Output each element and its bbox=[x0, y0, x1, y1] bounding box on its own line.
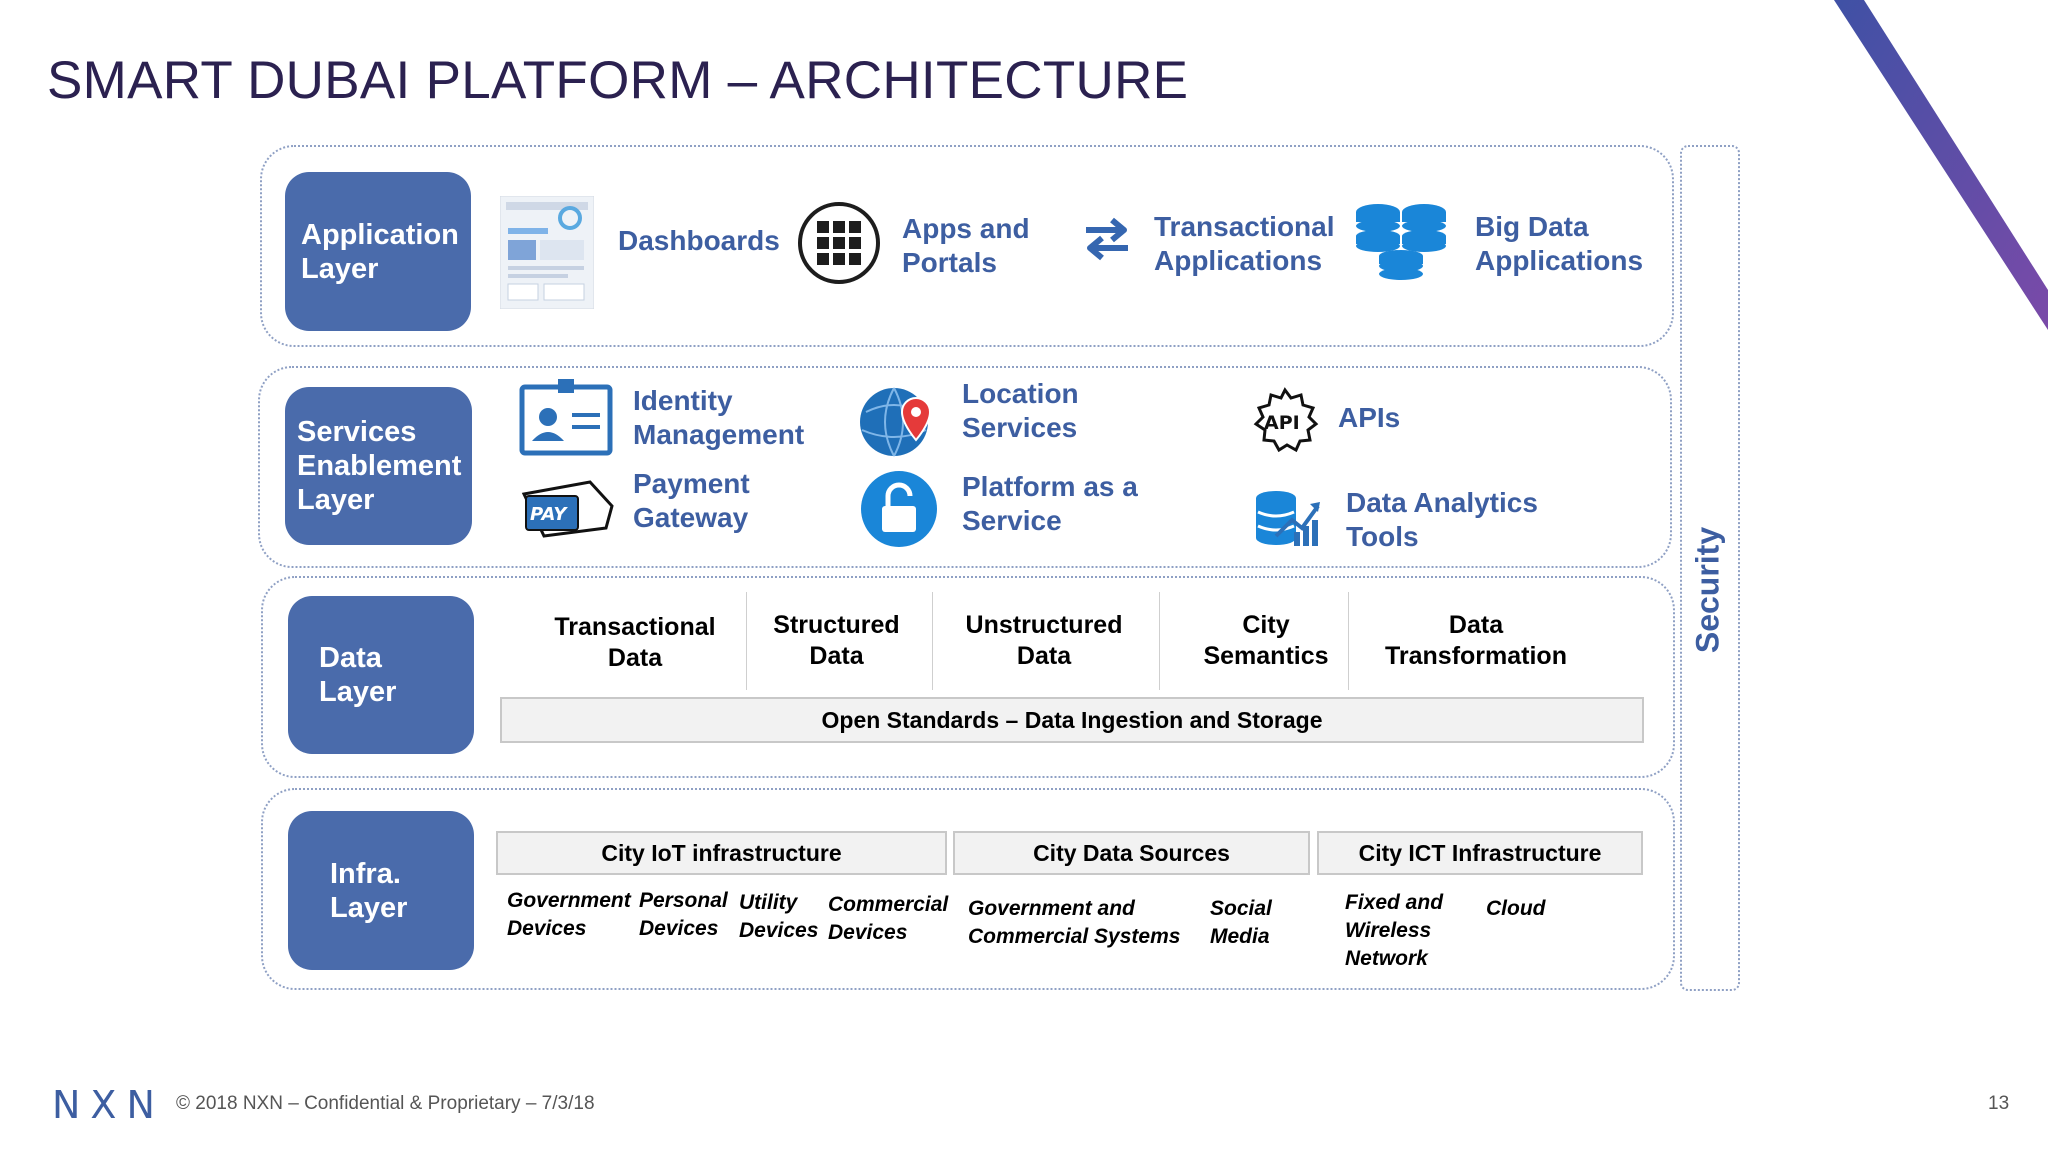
location-services-label: Location Services bbox=[962, 378, 1079, 443]
services-layer-box: Services Enablement Layer bbox=[285, 387, 472, 545]
big-data-apps-label: Big Data Applications bbox=[1475, 211, 1644, 276]
iot-infrastructure-header: City IoT infrastructure bbox=[496, 831, 947, 875]
apis-label: APIs bbox=[1338, 402, 1401, 433]
ict-infrastructure-title: City ICT Infrastructure bbox=[1358, 839, 1602, 866]
open-standards-bar: Open Standards – Data Ingestion and Stor… bbox=[500, 697, 1644, 743]
analytics-database-icon bbox=[1256, 491, 1320, 546]
data-analytics-tools-label: Data Analytics Tools bbox=[1346, 487, 1538, 552]
infra-item: Commercial Devices bbox=[828, 893, 949, 944]
data-col-structured: Structured Data bbox=[773, 611, 900, 670]
data-col-divider bbox=[1159, 592, 1160, 690]
id-card-icon bbox=[519, 379, 613, 456]
slide-title: SMART DUBAI PLATFORM – ARCHITECTURE bbox=[47, 51, 1189, 110]
data-col-divider bbox=[1348, 592, 1349, 690]
svg-text:API: API bbox=[1264, 412, 1300, 434]
data-col-unstructured: Unstructured Data bbox=[965, 611, 1123, 670]
api-gear-icon: API bbox=[1253, 387, 1319, 453]
page-number: 13 bbox=[1988, 1093, 2010, 1114]
infra-layer-label: Infra. Layer bbox=[330, 857, 408, 924]
security-panel bbox=[1680, 145, 1740, 991]
app-grid-icon bbox=[798, 202, 880, 284]
services-layer-panel bbox=[258, 366, 1672, 568]
identity-management-label: Identity Management bbox=[633, 385, 805, 450]
exchange-arrows-icon bbox=[1086, 217, 1128, 261]
payment-gateway-label: Payment Gateway bbox=[633, 468, 750, 533]
application-layer-label: Application Layer bbox=[301, 218, 459, 285]
data-layer-panel bbox=[261, 576, 1675, 778]
city-data-sources-title: City Data Sources bbox=[1033, 839, 1230, 866]
transactional-apps-label: Transactional Applications bbox=[1154, 211, 1335, 276]
infra-item: Fixed and Wireless Network bbox=[1345, 891, 1444, 970]
infra-layer-panel bbox=[261, 788, 1675, 990]
infra-item: Government and Commercial Systems bbox=[968, 897, 1181, 948]
dashboard-screenshot-icon bbox=[500, 196, 594, 309]
svg-text:PAY: PAY bbox=[530, 504, 568, 525]
data-col-city-semantics: City Semantics bbox=[1203, 611, 1329, 670]
paas-label: Platform as a Service bbox=[962, 471, 1138, 536]
database-stack-icon bbox=[1356, 204, 1446, 280]
ict-infrastructure-header: City ICT Infrastructure bbox=[1317, 831, 1643, 875]
iot-infrastructure-title: City IoT infrastructure bbox=[601, 839, 842, 866]
apps-portals-label: Apps and Portals bbox=[902, 213, 1030, 278]
data-col-divider bbox=[932, 592, 933, 690]
services-layer-label: Services Enablement Layer bbox=[297, 416, 462, 516]
infra-item: Government Devices bbox=[507, 889, 631, 940]
data-col-transactional: Transactional Data bbox=[554, 613, 716, 672]
security-label: Security bbox=[1689, 526, 1726, 654]
infra-item: Cloud bbox=[1486, 897, 1546, 920]
dashboards-label: Dashboards bbox=[618, 225, 780, 256]
infra-item: Utility Devices bbox=[739, 891, 819, 942]
payment-card-icon: PAY bbox=[521, 480, 614, 538]
data-layer-box: Data Layer bbox=[288, 596, 474, 754]
nxn-logo: NXN bbox=[52, 1083, 165, 1127]
footer-copyright: © 2018 NXN – Confidential & Proprietary … bbox=[176, 1093, 595, 1114]
data-layer-label: Data Layer bbox=[319, 642, 397, 708]
city-data-sources-header: City Data Sources bbox=[953, 831, 1310, 875]
open-standards-label: Open Standards – Data Ingestion and Stor… bbox=[821, 706, 1323, 733]
decorative-stripe bbox=[1834, 0, 2048, 330]
application-layer-box: Application Layer bbox=[285, 172, 471, 331]
infra-item: Social Media bbox=[1210, 897, 1272, 948]
globe-pin-icon bbox=[860, 387, 932, 457]
infra-layer-box: Infra. Layer bbox=[288, 811, 474, 970]
data-col-divider bbox=[746, 592, 747, 690]
infra-item: Personal Devices bbox=[639, 889, 728, 940]
data-col-transformation: Data Transformation bbox=[1385, 611, 1567, 670]
unlock-icon bbox=[861, 471, 937, 547]
